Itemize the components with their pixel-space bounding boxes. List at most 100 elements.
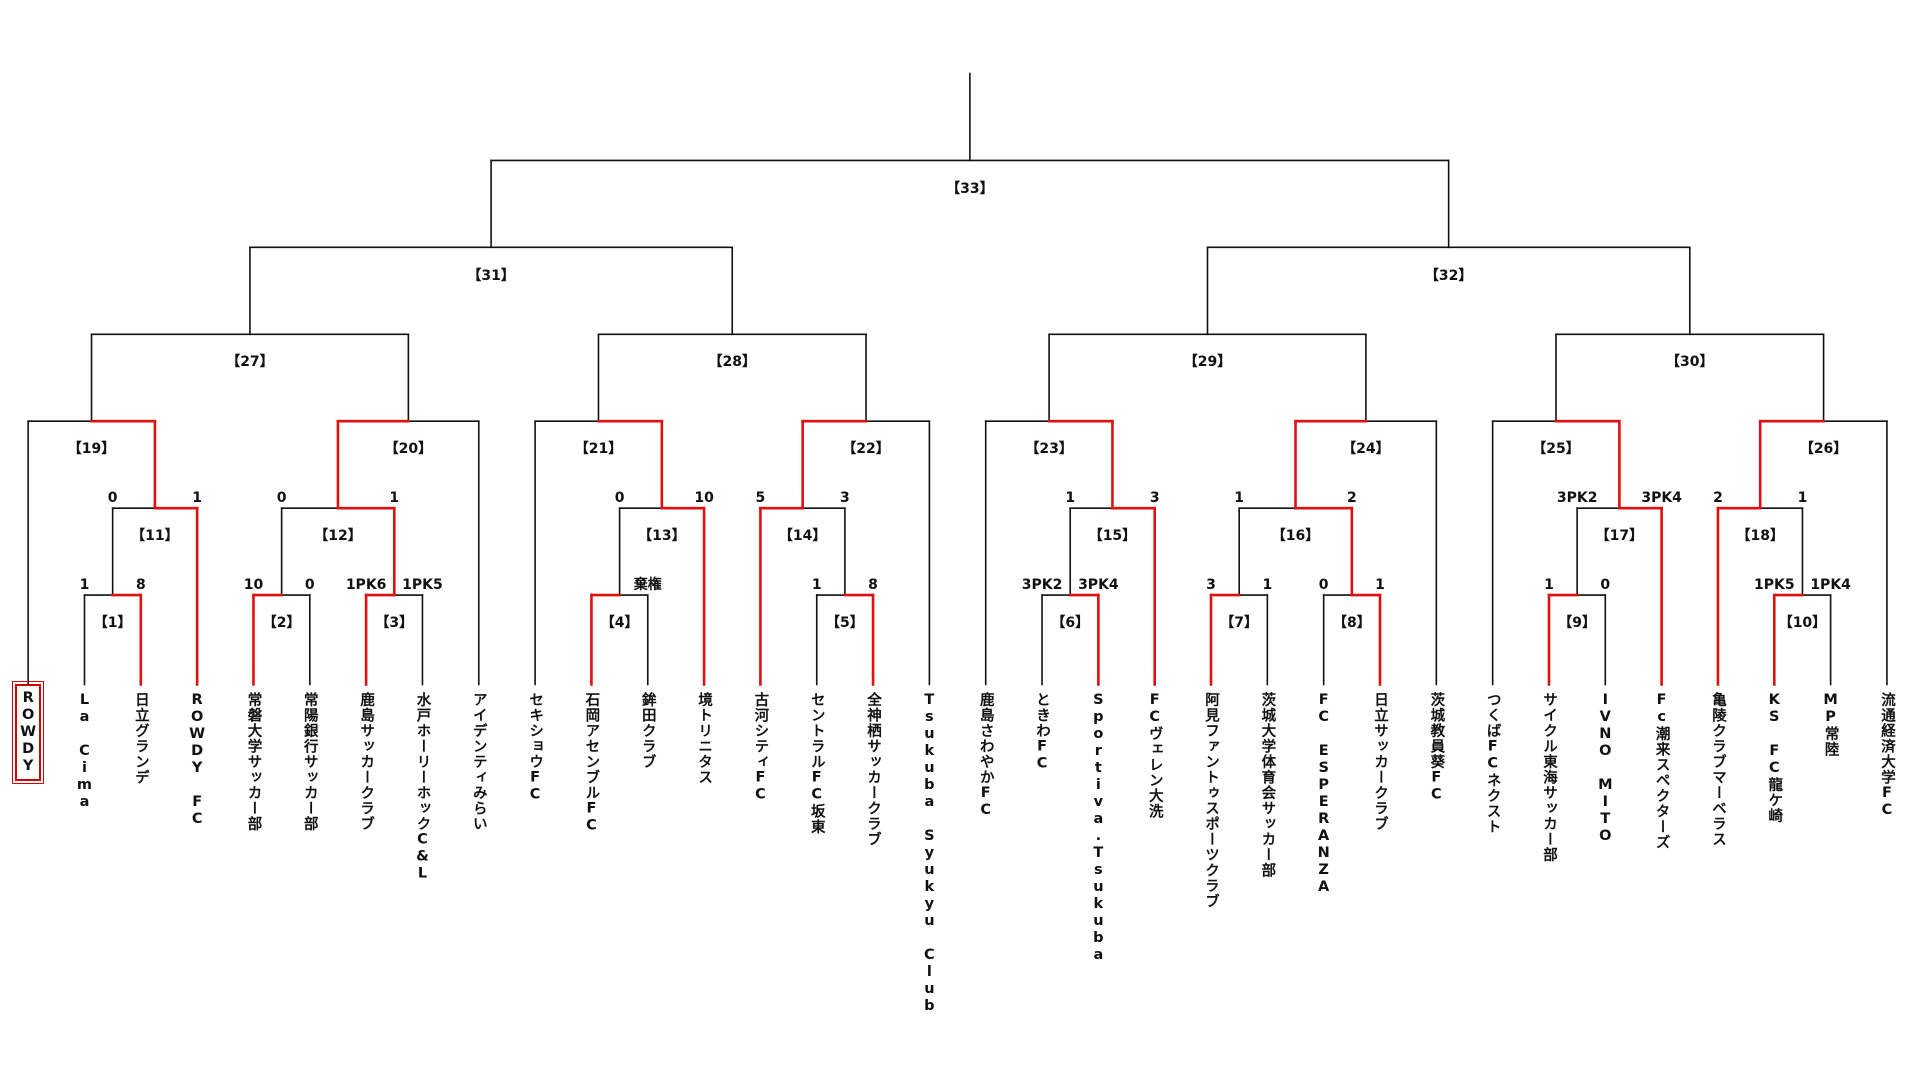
match-label: 【9】 <box>1558 615 1597 632</box>
team-name: 鹿島さわやかFC <box>977 691 994 819</box>
score-right: 1 <box>192 489 203 506</box>
score-left: 5 <box>755 489 766 506</box>
score-right: 1 <box>1375 576 1385 593</box>
team-name: 石岡アセンブルFC <box>583 691 600 835</box>
team-name: FC ESPERANZA <box>1315 691 1332 896</box>
score-left: 1 <box>1234 489 1245 506</box>
score-left: 10 <box>243 576 264 593</box>
match-label: 【16】 <box>1271 528 1320 545</box>
team-name: Fc潮来スペクターズ <box>1653 691 1670 850</box>
team-name: 鉾田クラブ <box>639 691 656 770</box>
match-label: 【5】 <box>826 615 864 632</box>
score-left: 3PK2 <box>1021 576 1063 593</box>
team-name: FCヴェレン大洗 <box>1146 691 1163 819</box>
score-right: 1PK5 <box>402 576 443 593</box>
team-name: 鹿島サッカークラブ <box>358 691 375 832</box>
match-label: 【3】 <box>375 615 414 632</box>
team-name: 境トリニタス <box>696 691 713 785</box>
score-right: 8 <box>868 576 878 593</box>
team-name: セキショウFC <box>527 691 544 804</box>
match-label: 【10】 <box>1778 615 1827 632</box>
score-left: 3PK2 <box>1556 489 1598 506</box>
match-label: 【15】 <box>1088 528 1137 545</box>
score-right: 1 <box>1797 489 1808 506</box>
match-label: 【29】 <box>1183 354 1232 371</box>
score-right: 3 <box>1149 489 1160 506</box>
team-name: 全神栖サッカークラブ <box>865 691 882 847</box>
match-label: 【13】 <box>638 528 686 545</box>
match-label: 【31】 <box>467 267 515 284</box>
match-label: 【18】 <box>1736 528 1784 545</box>
team-name: La Cima <box>76 691 93 811</box>
team-name: 亀陵クラブマーベラス <box>1709 691 1726 847</box>
team-name: 茨城大学体育会サッカー部 <box>1259 691 1276 878</box>
match-label: 【33】 <box>946 180 994 197</box>
team-name: IVNO MITO <box>1597 691 1614 845</box>
score-right: 8 <box>135 576 146 593</box>
score-right: 3PK4 <box>1641 489 1682 506</box>
match-label: 【8】 <box>1332 615 1371 632</box>
team-name: 日立グランデ <box>132 691 149 785</box>
team-name: 流通経済大学FC <box>1878 691 1895 819</box>
match-label: 【30】 <box>1666 354 1714 371</box>
score-right: 2 <box>1346 489 1357 506</box>
match-label: 【25】 <box>1532 441 1580 458</box>
score-left: 1 <box>79 576 90 593</box>
score-right: 0 <box>1600 576 1611 593</box>
champion-team-name: ROWDY <box>12 681 45 785</box>
match-label: 【12】 <box>314 528 362 545</box>
score-left: 2 <box>1713 489 1723 506</box>
team-name: 日立サッカークラブ <box>1372 691 1388 832</box>
team-name: ときわFC <box>1034 691 1051 773</box>
match-label: 【4】 <box>600 615 639 632</box>
team-name: つくばFCネクスト <box>1484 691 1501 835</box>
score-right: 0 <box>304 576 315 593</box>
score-left: 0 <box>107 489 118 506</box>
match-label: 【28】 <box>708 354 756 371</box>
match-label: 【6】 <box>1051 615 1090 632</box>
score-right: 3 <box>840 489 850 506</box>
score-left: 1 <box>1544 576 1554 593</box>
match-label: 【22】 <box>842 441 890 458</box>
match-label: 【11】 <box>131 528 179 545</box>
score-left: 1 <box>811 576 822 593</box>
team-name: MP常陸 <box>1822 691 1839 757</box>
team-name: Sportiva.Tsukuba <box>1090 691 1107 964</box>
score-left: 1PK6 <box>345 576 387 593</box>
score-left: 0 <box>1318 576 1329 593</box>
match-label: 【19】 <box>67 441 116 458</box>
match-label: 【17】 <box>1595 528 1644 545</box>
team-name: 茨城教員葵FC <box>1428 691 1445 804</box>
match-label: 【27】 <box>226 354 274 371</box>
score-right: 1 <box>1262 576 1273 593</box>
match-label: 【21】 <box>574 441 623 458</box>
team-name: アイデンティみらい <box>470 691 487 832</box>
score-left: 1PK5 <box>1753 576 1795 593</box>
score-right: 棄権 <box>633 576 662 593</box>
score-right: 10 <box>694 489 714 506</box>
score-left: 1 <box>1065 489 1076 506</box>
team-name: 阿見ファントゥスポーツクラブ <box>1203 691 1220 909</box>
score-right: 1 <box>389 489 400 506</box>
team-name: ROWDY FC <box>189 691 206 828</box>
match-label: 【32】 <box>1424 267 1473 284</box>
team-name: Tsukuba Syukyu Club <box>921 691 938 1015</box>
match-label: 【24】 <box>1342 441 1390 458</box>
match-label: 【23】 <box>1025 441 1073 458</box>
team-name: 水戸ホーリーホックC&L <box>414 691 431 883</box>
match-label: 【1】 <box>93 615 132 632</box>
match-label: 【26】 <box>1799 441 1848 458</box>
team-name: サイクル東海サッカー部 <box>1540 691 1557 863</box>
score-left: 3 <box>1206 576 1216 593</box>
team-name: 常陽銀行サッカー部 <box>301 691 318 832</box>
team-name: KS FC龍ケ崎 <box>1766 691 1783 824</box>
score-left: 0 <box>276 489 287 506</box>
team-name: 常磐大学サッカー部 <box>245 691 262 832</box>
score-left: 0 <box>614 489 625 506</box>
match-label: 【14】 <box>778 528 827 545</box>
score-right: 3PK4 <box>1078 576 1119 593</box>
match-label: 【2】 <box>262 615 301 632</box>
match-label: 【20】 <box>384 441 433 458</box>
team-name: セントラルFC坂東 <box>808 691 825 835</box>
